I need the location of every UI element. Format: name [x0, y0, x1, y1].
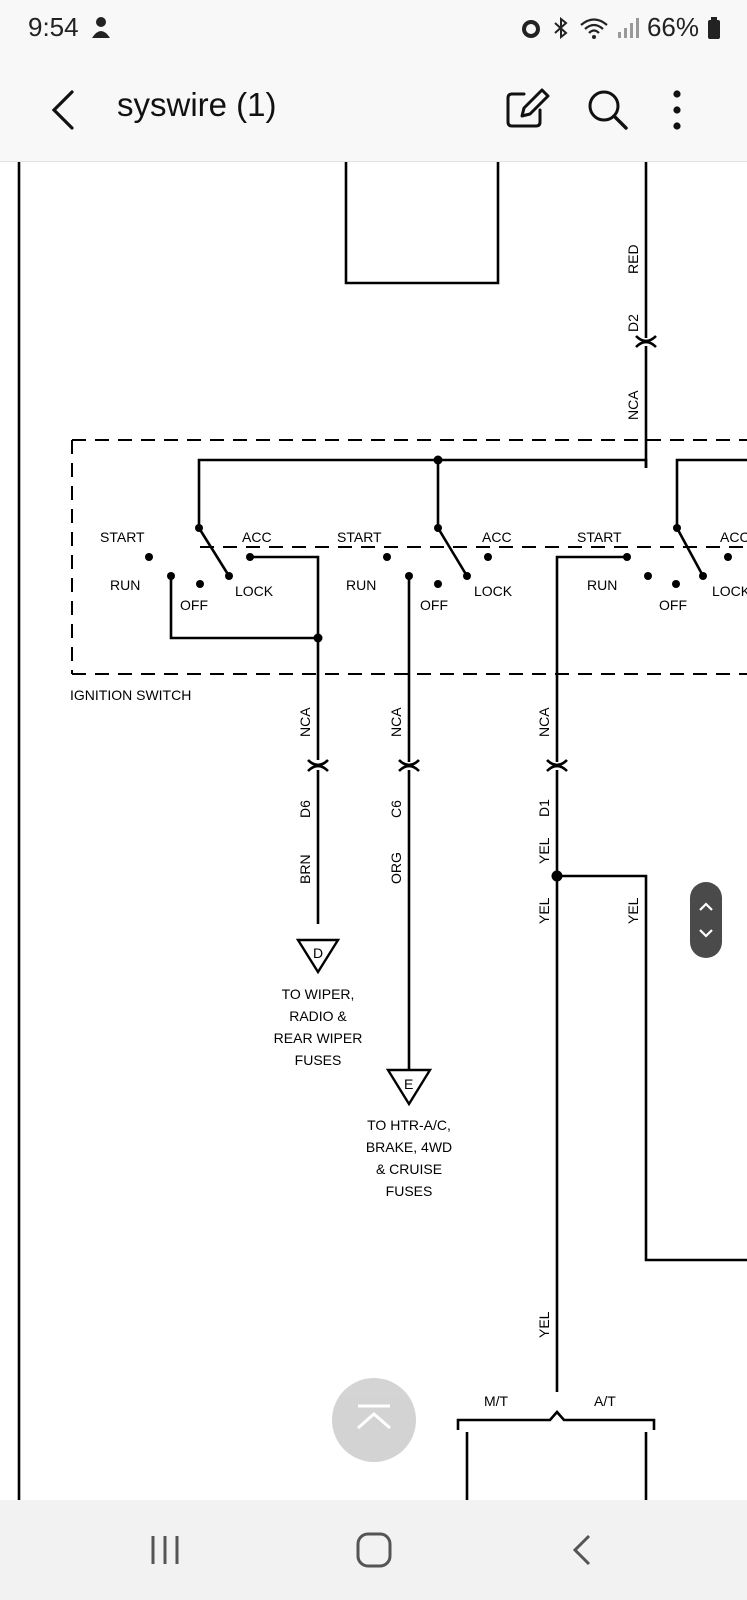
- wire-label-yel-1: YEL: [536, 837, 552, 864]
- ignition-switch-label: IGNITION SWITCH: [70, 687, 191, 703]
- mt-at-brace: [456, 1410, 656, 1430]
- terminal-e: [385, 1068, 433, 1107]
- wire-label-nca-1: NCA: [297, 707, 313, 737]
- back-button[interactable]: [40, 80, 90, 140]
- label-lock-3: LOCK: [712, 583, 747, 599]
- wire-label-yel-4: YEL: [536, 1311, 552, 1338]
- recents-icon: [151, 1536, 179, 1564]
- top-component-box: [344, 162, 500, 285]
- wire-label-d6: D6: [297, 800, 313, 818]
- system-nav-bar: [0, 1500, 747, 1600]
- label-mt: M/T: [484, 1393, 509, 1409]
- switch-bus: [197, 458, 648, 530]
- label-acc-2: ACC: [482, 529, 512, 545]
- note-htr-2: BRAKE, 4WD: [366, 1139, 452, 1155]
- label-start-2: START: [337, 529, 382, 545]
- terminal-e-label: E: [404, 1076, 413, 1092]
- label-off-3: OFF: [659, 597, 687, 613]
- fast-scroll-handle[interactable]: [690, 882, 722, 958]
- wire-label-d2: D2: [625, 314, 641, 332]
- terminal-d-label: D: [313, 945, 323, 961]
- person-icon: [92, 17, 110, 38]
- back-arrow-icon: [51, 90, 74, 130]
- signal-icon: [617, 17, 639, 38]
- pdf-viewer[interactable]: RED D2 NCA IGNITION SWITCH START ACC RUN…: [0, 162, 747, 1500]
- search-icon: [588, 90, 628, 130]
- battery-percent: 66%: [646, 12, 699, 42]
- note-wiper-2: RADIO &: [289, 1008, 347, 1024]
- note-wiper-4: FUSES: [295, 1052, 342, 1068]
- home-icon: [356, 1532, 392, 1568]
- wire-label-d1: D1: [536, 799, 552, 817]
- home-button[interactable]: [344, 1520, 404, 1580]
- search-button[interactable]: [580, 80, 636, 140]
- app-bar: syswire (1): [0, 58, 747, 162]
- scroll-to-top-button[interactable]: [332, 1378, 416, 1462]
- label-off-1: OFF: [180, 597, 208, 613]
- wire-label-yel-3: YEL: [625, 897, 641, 924]
- wifi-icon: [580, 17, 608, 39]
- wire-label-nca-3: NCA: [536, 707, 552, 737]
- note-wiper-1: TO WIPER,: [282, 986, 355, 1002]
- wire-label-red: RED: [625, 244, 641, 274]
- status-time: 9:54: [28, 12, 79, 42]
- recents-button[interactable]: [135, 1520, 195, 1580]
- battery-icon: [708, 16, 720, 39]
- wire-label-org: ORG: [388, 852, 404, 884]
- bluetooth-icon: [554, 16, 568, 39]
- edit-button[interactable]: [500, 80, 556, 140]
- label-lock-1: LOCK: [235, 583, 274, 599]
- yel-wire: [555, 555, 627, 762]
- edit-icon: [506, 88, 550, 128]
- wire-label-nca-2: NCA: [388, 707, 404, 737]
- terminal-d: [295, 938, 341, 975]
- label-off-2: OFF: [420, 597, 448, 613]
- label-at: A/T: [594, 1393, 616, 1409]
- ignition-switch-box: [71, 439, 747, 675]
- label-run-1: RUN: [110, 577, 140, 593]
- note-htr-1: TO HTR-A/C,: [367, 1117, 451, 1133]
- scroll-to-top-icon: [357, 1404, 391, 1430]
- more-vert-icon: [673, 90, 681, 130]
- back-nav-button[interactable]: [553, 1520, 613, 1580]
- label-acc-3: ACC: [720, 529, 747, 545]
- wire-label-nca: NCA: [625, 390, 641, 420]
- label-acc-1: ACC: [242, 529, 272, 545]
- label-run-2: RUN: [346, 577, 376, 593]
- wiring-diagram: RED D2 NCA IGNITION SWITCH START ACC RUN…: [17, 162, 747, 1500]
- note-htr-3: & CRUISE: [376, 1161, 442, 1177]
- note-wiper-3: REAR WIPER: [274, 1030, 363, 1046]
- document-title: syswire (1): [117, 86, 277, 123]
- wire-label-c6: C6: [388, 800, 404, 818]
- alarm-icon: [521, 19, 540, 38]
- wire-label-yel-2: YEL: [536, 897, 552, 924]
- back-nav-icon: [572, 1534, 591, 1566]
- connector-d2: [635, 335, 657, 348]
- status-bar: 9:54 66%: [0, 0, 747, 58]
- status-icons: 66%: [519, 12, 721, 43]
- more-options-button[interactable]: [652, 80, 702, 140]
- label-start-1: START: [100, 529, 145, 545]
- label-run-3: RUN: [587, 577, 617, 593]
- label-lock-2: LOCK: [474, 583, 513, 599]
- wire-label-brn: BRN: [297, 854, 313, 884]
- label-start-3: START: [577, 529, 622, 545]
- scroll-chevrons-icon: [699, 902, 713, 938]
- note-htr-4: FUSES: [386, 1183, 433, 1199]
